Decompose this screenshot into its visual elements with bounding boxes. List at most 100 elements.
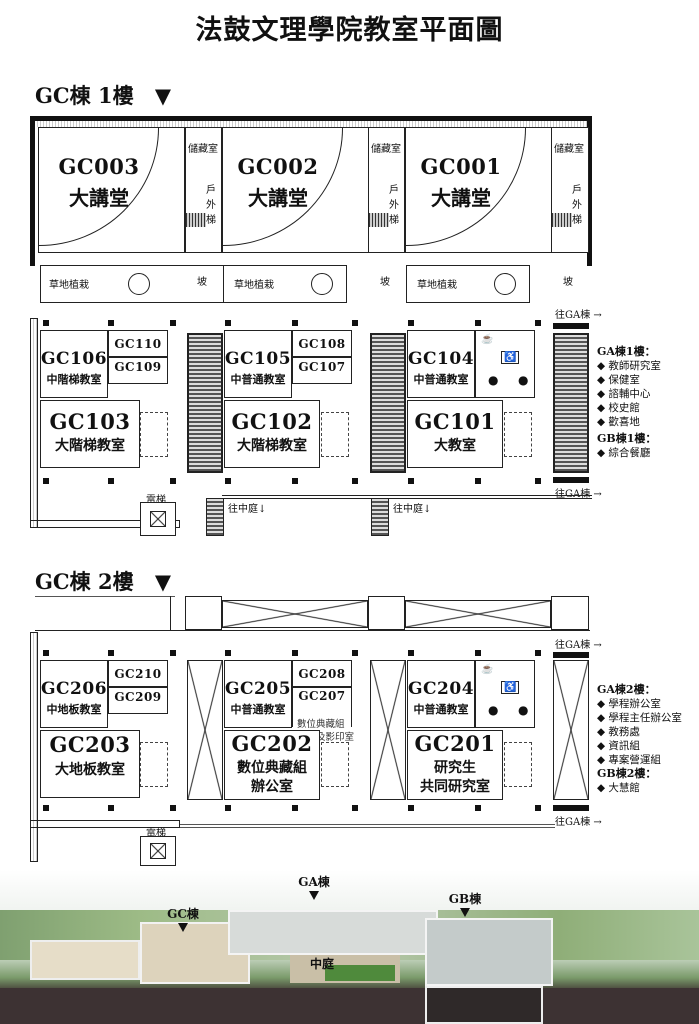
room-note: 數位典藏組 [297,719,345,730]
room-name: 中普通教室 [230,373,286,386]
to-courtyard-link[interactable]: 往中庭↓ [393,504,432,515]
outdoor-stair-label: 梯 [389,215,399,226]
door-bar [553,323,589,329]
gb-basement [425,986,543,1024]
legend-item: 教務處 [608,726,640,738]
tree-icon [128,273,150,295]
structural-column [108,650,114,656]
cafe-icon: ☕ [481,664,494,675]
legend-title: GA棟2樓： [597,683,656,696]
void-opening [187,660,223,800]
structural-column [352,320,358,326]
down-triangle-icon [460,908,470,917]
floor1-heading: GC棟 1樓 ▼ [35,80,171,110]
floor2-legend: GA棟2樓： ◆ 學程辦公室 ◆ 學程主任辦公室 ◆ 教務處 ◆ 資訊組 ◆ 專… [597,683,682,794]
void-opening [370,660,406,800]
to-ga-building-link[interactable]: 往GA棟 → [555,310,602,321]
room-code: GC205 [225,679,292,699]
structural-column [292,478,298,484]
to-ga-building-link[interactable]: 往GA棟 → [555,817,602,828]
structural-column [352,478,358,484]
west-wall [30,318,38,528]
room-code: GC001 [420,154,502,179]
structural-column [170,805,176,811]
structural-column [408,478,414,484]
room-gc210: GC210 [108,660,168,687]
restrooms: ☕ ♿ ● ● [475,330,535,398]
south-corridor-wall [222,495,592,499]
cafe-icon: ☕ [481,334,494,345]
structural-column [43,320,49,326]
to-courtyard-link[interactable]: 往中庭↓ [228,504,267,515]
structural-column [225,320,231,326]
room-code: GC104 [408,349,475,369]
legend-item: 諮輔中心 [608,388,651,400]
structural-column [225,478,231,484]
restroom-icon: ● [488,703,499,717]
legend-title: GB棟1樓： [597,432,657,445]
room-gc205: GC205 中普通教室 [224,660,292,728]
structural-column [408,805,414,811]
structural-column [535,478,541,484]
ground [0,988,699,1024]
elevator-label: 電梯 [146,495,166,506]
stairwell [140,412,168,457]
room-code: GC106 [41,349,108,369]
slope-label: 坡 [197,277,207,288]
legend-item: 學程辦公室 [608,698,661,710]
gb-label: GB棟 [448,892,482,906]
void [551,596,589,630]
room-code: GC204 [408,679,475,699]
elevator[interactable] [140,502,176,536]
down-triangle-icon [178,923,188,932]
stair-icon [552,213,572,227]
room-name: 中普通教室 [413,703,469,716]
floor1-legend: GA棟1樓： ◆ 教師研究室 ◆ 保健室 ◆ 諮輔中心 ◆ 校史館 ◆ 歡喜地 … [597,345,661,459]
to-ga-building-link[interactable]: 往GA棟 → [555,489,602,500]
stairwell [321,742,349,787]
page-title: 法鼓文理學院教室平面圖 [195,15,504,46]
structural-column [225,805,231,811]
room-gc103: GC103 大階梯教室 [40,400,140,468]
room-gc207: GC207 [292,687,352,727]
room-gc101: GC101 大教室 [407,400,503,468]
room-name: 大講堂 [248,186,308,210]
legend-item: 教師研究室 [608,360,661,372]
structural-column [170,650,176,656]
floor1-heading-text: GC棟 1樓 [35,83,134,108]
to-ga-building-link[interactable]: 往GA棟 → [555,640,602,651]
room-gc108: GC108 [292,330,352,357]
room-code: GC208 [298,667,346,681]
room-name: 大講堂 [431,186,491,210]
elevator[interactable] [140,836,176,866]
outdoor-stair-label: 梯 [206,215,216,226]
section-label-ga: GA棟 [292,873,336,900]
room-gc202: GC202 數位典藏組 辦公室 [224,730,320,800]
legend-item: 大慧館 [608,782,640,794]
room-code: GC103 [49,409,131,434]
outdoor-stair-label: 外 [572,200,582,211]
door-bar [553,805,589,811]
void [368,596,405,630]
down-triangle-icon: ▼ [154,83,172,108]
down-triangle-icon [309,891,319,900]
south-wall [30,820,180,828]
room-code: GC003 [58,154,140,179]
north-wall [35,630,590,633]
south-wall [30,520,180,528]
stairwell [504,412,532,457]
tree-icon [311,273,333,295]
room-code: GC101 [414,409,496,434]
stairwell [321,412,349,457]
ga-building [228,910,438,955]
structural-column [535,805,541,811]
floor2-heading-text: GC棟 2樓 [35,569,134,594]
outdoor-stair-label: 戶 [572,185,582,196]
tree-icon [494,273,516,295]
stairs-to-courtyard [371,498,389,536]
stairs-to-courtyard [206,498,224,536]
structural-column [535,320,541,326]
legend-item: 專案營運組 [608,754,661,766]
gc-label: GC棟 [167,907,199,921]
ga-label: GA棟 [298,875,330,889]
